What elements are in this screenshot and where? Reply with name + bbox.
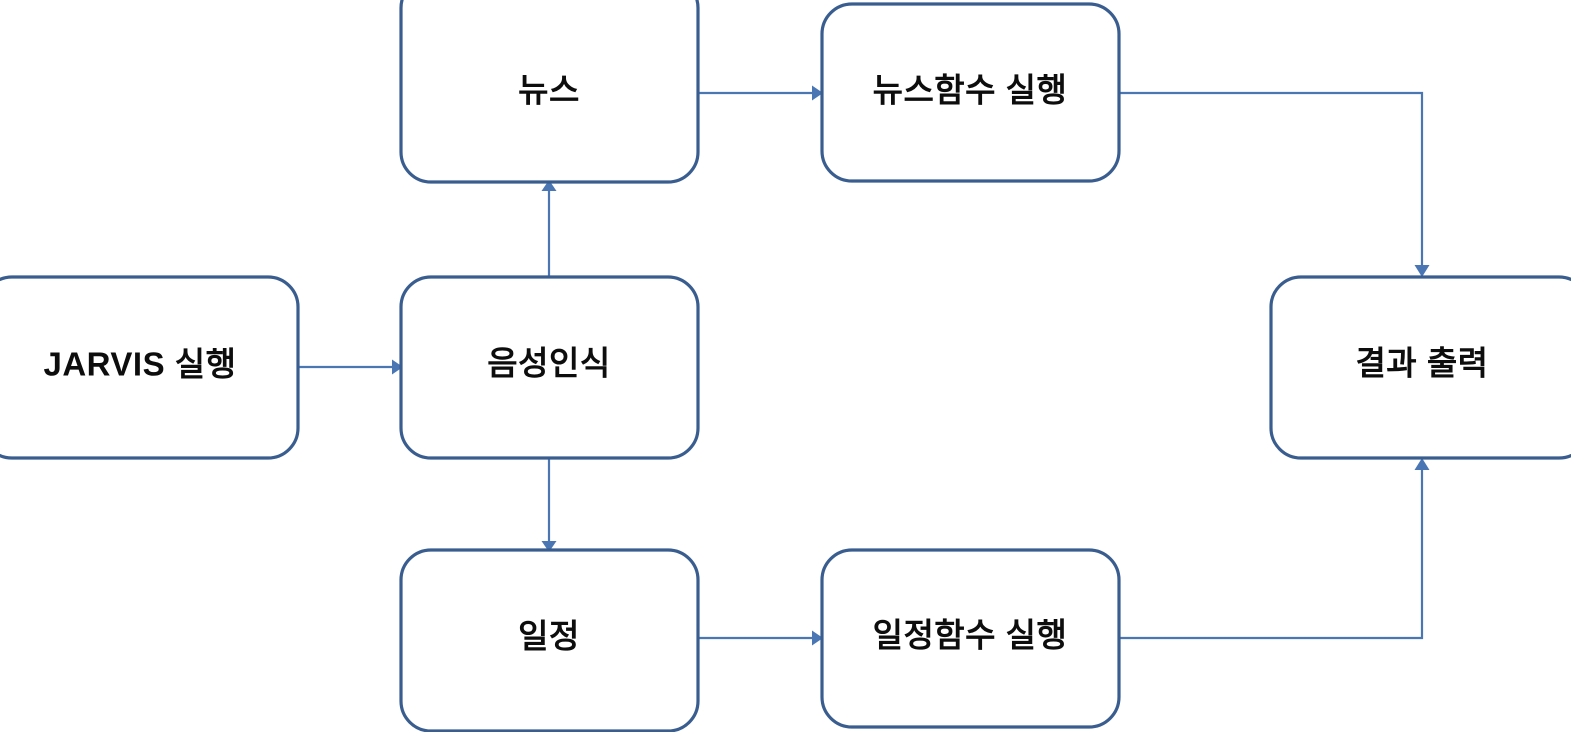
- connector-news-function-to-result: [1120, 91, 1430, 277]
- node-result-output-label: 결과 출력: [1355, 345, 1488, 382]
- connector-voice-to-news: [541, 180, 557, 276]
- node-schedule-shape[interactable]: [399, 548, 700, 732]
- node-voice-recognition-label: 음성인식: [487, 345, 610, 382]
- connector-news-to-news-function: [699, 85, 823, 101]
- node-schedule-function[interactable]: 일정함수 실행: [820, 548, 1121, 729]
- connector-jarvis-to-voice: [299, 359, 403, 375]
- node-news-function-label: 뉴스함수 실행: [873, 72, 1068, 109]
- node-news-function[interactable]: 뉴스함수 실행: [820, 2, 1121, 183]
- node-result-output[interactable]: 결과 출력: [1269, 275, 1571, 460]
- connector-schedule-function-to-result: [1120, 458, 1430, 640]
- node-voice-recognition[interactable]: 음성인식: [399, 275, 700, 460]
- node-result-output-shape[interactable]: [1269, 275, 1571, 460]
- node-news-shape[interactable]: [399, 0, 700, 184]
- node-jarvis-start-shape[interactable]: [0, 275, 300, 460]
- node-news-function-shape[interactable]: [820, 2, 1121, 183]
- node-jarvis-start-label: JARVIS 실행: [44, 346, 237, 383]
- node-news-label: 뉴스: [518, 72, 580, 109]
- node-voice-recognition-shape[interactable]: [399, 275, 700, 460]
- node-news[interactable]: 뉴스: [399, 0, 700, 184]
- node-schedule[interactable]: 일정: [399, 548, 700, 732]
- node-schedule-function-shape[interactable]: [820, 548, 1121, 729]
- connector-schedule-to-schedule-function: [699, 630, 823, 646]
- node-schedule-function-label: 일정함수 실행: [873, 617, 1068, 654]
- connector-voice-to-schedule: [541, 459, 557, 552]
- node-jarvis-start[interactable]: JARVIS 실행: [0, 275, 300, 460]
- node-schedule-label: 일정: [518, 618, 580, 655]
